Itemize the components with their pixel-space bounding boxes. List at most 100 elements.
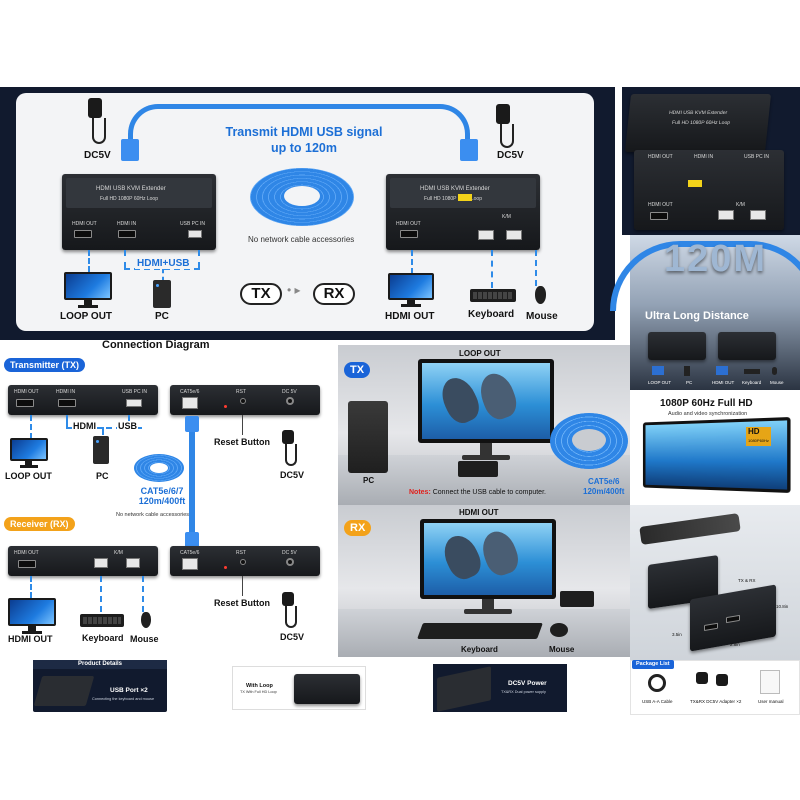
dim-label: 10.8in xyxy=(776,604,789,609)
monitor-icon xyxy=(652,366,664,375)
mouse-icon xyxy=(772,367,777,375)
with-loop-title: With Loop xyxy=(246,683,273,689)
diagram-dc5v-1: DC5V xyxy=(280,470,305,480)
scene-loop-out: LOOP OUT xyxy=(459,349,501,358)
power-adapter-icon xyxy=(282,592,294,606)
diagram-port-label: HDMI IN xyxy=(56,389,76,395)
diagram-usb: USB xyxy=(117,421,139,431)
power-adapter-icon xyxy=(496,104,510,124)
network-plug-icon xyxy=(460,139,478,161)
diagram-port-label: DC 5V xyxy=(282,550,297,556)
hero-pc: PC xyxy=(155,311,169,322)
keyboard-icon xyxy=(417,623,543,639)
network-cable-icon xyxy=(189,418,195,548)
rx-device-photo xyxy=(560,591,594,607)
diagram-port-label: K/M xyxy=(114,550,123,556)
tx-device-top xyxy=(66,178,212,208)
mini-label: Keyboard xyxy=(742,380,762,385)
hdmi-port xyxy=(118,230,136,238)
receiver-tag: Receiver (RX) xyxy=(4,517,75,531)
dc-port xyxy=(286,397,294,405)
scene-hdmi-out: HDMI OUT xyxy=(459,508,499,517)
rj45-port xyxy=(182,558,198,570)
arrow-right-icon: • ▸ xyxy=(287,283,301,297)
mini-tx xyxy=(648,332,706,360)
right-port-label: HDMI OUT xyxy=(648,202,673,208)
computer-tower-icon xyxy=(153,280,171,308)
mini-label: Mouse xyxy=(770,380,784,385)
cable-coil-hole xyxy=(572,429,606,451)
scene-notes: Notes: Connect the USB cable to computer… xyxy=(409,489,546,496)
scene-mouse: Mouse xyxy=(549,645,575,654)
package-item: USB A-A Cable xyxy=(642,699,673,704)
mini-rx xyxy=(718,332,776,360)
connector-line xyxy=(491,250,493,288)
connector-line xyxy=(66,415,68,427)
diagram-cat-label: CAT5e/6/7 120m/400ft xyxy=(130,486,194,506)
package-list-tag: Package List xyxy=(632,660,674,669)
monitor-base xyxy=(462,455,510,460)
right-top-device: HDMI USB KVM Extender Full HD 1080P 60Hz… xyxy=(624,94,772,152)
usb-device-photo xyxy=(33,676,95,706)
diagram-mouse: Mouse xyxy=(130,634,159,644)
rj45-port xyxy=(182,397,198,409)
tx-port-label: HDMI IN xyxy=(117,221,137,227)
monitor-icon xyxy=(8,598,56,634)
right-port-label: HDMI IN xyxy=(694,154,714,160)
right-port-label: K/M xyxy=(736,202,745,208)
hdmi-port xyxy=(726,614,740,624)
diagram-cat-line1: CAT5e/6/7 xyxy=(140,486,184,496)
mini-labels: LOOP OUT PC HDMI OUT Keyboard Mouse xyxy=(648,380,798,388)
hdmi-port xyxy=(74,230,92,238)
dc-power-title: DC5V Power xyxy=(508,680,547,687)
tx-device: HDMI USB KVM Extender Full HD 1080P 60Hz… xyxy=(62,174,216,250)
package-item: TX&RX DC5V Adapter ×2 xyxy=(690,699,742,704)
hero-hdmi-out: HDMI OUT xyxy=(385,311,435,322)
hdmi-port xyxy=(18,560,36,568)
connector-line xyxy=(102,427,104,435)
hero-title: Transmit HDMI USB signal up to 120m xyxy=(218,124,390,156)
usb-port xyxy=(506,230,522,240)
connector-line xyxy=(142,576,144,612)
scene-tx-badge: TX xyxy=(344,362,371,378)
rx-port-label: K/M xyxy=(502,214,511,220)
monitor-icon xyxy=(418,359,554,443)
diagram-cat-line2: 120m/400ft xyxy=(138,496,186,506)
connector-line xyxy=(124,250,126,268)
hero-no-accessories: No network cable accessories xyxy=(248,235,355,244)
usb-port-title: USB Port ×2 xyxy=(110,687,148,694)
hero-loop-out: LOOP OUT xyxy=(60,311,113,322)
hd-badge: HD 1080P60Hz xyxy=(746,427,771,446)
big-120m: 120M xyxy=(664,238,768,280)
status-led xyxy=(224,405,227,408)
computer-tower-icon xyxy=(348,401,388,473)
connector-line xyxy=(411,250,413,274)
tx-device-name: HDMI USB KVM Extender xyxy=(96,186,166,192)
keyboard-icon xyxy=(80,614,124,627)
hdmi-port xyxy=(16,399,34,407)
connector-line xyxy=(30,415,32,439)
diagram-pc: PC xyxy=(96,471,109,481)
connector-line xyxy=(535,250,537,286)
monitor-base xyxy=(464,609,512,614)
right-device-name: HDMI USB KVM Extender xyxy=(668,110,728,116)
power-adapter-icon xyxy=(88,98,102,118)
connector-line xyxy=(242,576,243,596)
mini-label: HDMI OUT xyxy=(712,380,735,385)
diagram-keyboard: Keyboard xyxy=(82,633,124,643)
dim-label: TX & RX xyxy=(738,578,756,583)
diagram-tx-back: CAT5e/6 RST DC 5V xyxy=(170,385,320,415)
adapter-cord xyxy=(92,118,106,144)
hdmi-port xyxy=(650,212,668,220)
hero-keyboard: Keyboard xyxy=(468,309,515,320)
diagram-rx-front: HDMI OUT K/M xyxy=(8,546,158,576)
hd-badge-text: HD xyxy=(748,427,760,436)
connector-line xyxy=(66,427,142,429)
connector-line xyxy=(30,576,32,598)
rx-device-name: HDMI USB KVM Extender xyxy=(420,186,490,192)
network-plug-icon xyxy=(121,139,139,161)
hero-dc-right: DC5V xyxy=(497,150,524,161)
manual-icon xyxy=(760,670,780,694)
connector-line xyxy=(242,415,243,435)
right-front-device: HDMI OUT HDMI IN USB PC IN HDMI OUT K/M xyxy=(634,150,784,230)
